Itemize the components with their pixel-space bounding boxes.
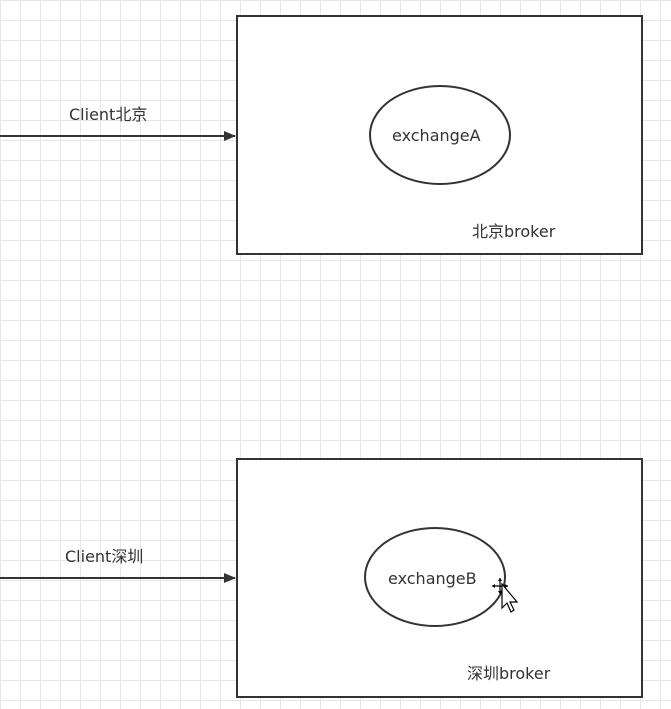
client-beijing-label: Client北京 [69,105,148,124]
cursor-icon [492,578,519,613]
client-shenzhen-label: Client深圳 [65,547,144,566]
exchange-b-ellipse [364,527,506,627]
exchange-b-label: exchangeB [388,569,477,588]
exchange-a-label: exchangeA [392,126,481,145]
exchange-a-ellipse [369,85,511,185]
beijing-broker-label: 北京broker [472,222,556,241]
shenzhen-broker-label: 深圳broker [467,664,551,683]
